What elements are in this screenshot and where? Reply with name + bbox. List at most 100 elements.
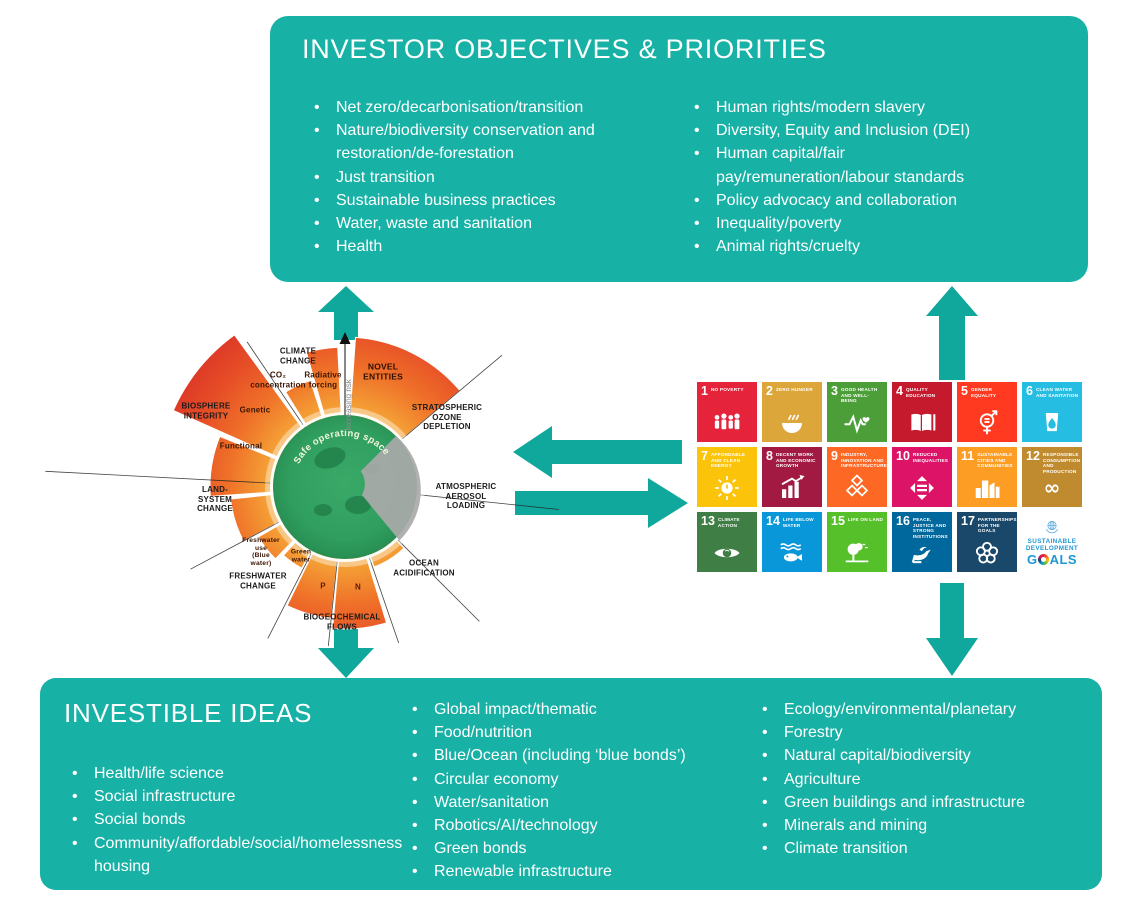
list-item: Robotics/AI/technology <box>408 814 718 837</box>
list-item: Health/life science <box>68 762 348 785</box>
investor-objectives-list-left: Net zero/decarbonisation/transitionNatur… <box>310 96 620 259</box>
sdg-title: SUSTAINABLE CITIES AND COMMUNITIES <box>977 452 1013 469</box>
land-system-change-label: LAND-SYSTEM CHANGE <box>197 484 233 513</box>
list-item: Green bonds <box>408 837 718 860</box>
sdg-number: 16 <box>896 514 910 528</box>
safe-operating-space-circle: Safe operating space <box>265 407 425 567</box>
sdg-title: QUALITY EDUCATION <box>905 387 936 398</box>
sdg-number: 3 <box>831 384 838 398</box>
goals-o-ring-icon <box>1038 554 1050 565</box>
investible-ideas-title: INVESTIBLE IDEAS <box>64 698 313 728</box>
growth-icon <box>781 474 805 498</box>
sdg-title: LIFE BELOW WATER <box>782 517 814 528</box>
list-item: Water/sanitation <box>408 791 718 814</box>
sdg-number: 6 <box>1026 384 1033 398</box>
earth-continents <box>314 447 380 516</box>
novel-entities-label: NOVEL ENTITIES <box>363 361 403 381</box>
list-item: Green buildings and infrastructure <box>758 791 1088 814</box>
sdg-number: 5 <box>961 384 968 398</box>
freshwater-change-label: FRESHWATER CHANGE <box>229 571 287 591</box>
sdg-title: INDUSTRY, INNOVATION AND INFRASTRUCTURE <box>840 452 887 469</box>
sdg-title: PEACE, JUSTICE AND STRONG INSTITUTIONS <box>912 517 948 539</box>
investor-objectives-list-right: Human rights/modern slaveryDiversity, Eq… <box>690 96 1000 259</box>
fish-icon <box>780 543 802 562</box>
dove-icon <box>911 546 931 564</box>
heartbeat-icon <box>844 413 870 434</box>
sdg-number: 7 <box>701 449 708 463</box>
investible-ideas-list-2: Global impact/thematicFood/nutritionBlue… <box>408 698 718 884</box>
sdg-number: 2 <box>766 384 773 398</box>
list-item: Global impact/thematic <box>408 698 718 721</box>
list-item: Policy advocacy and collaboration <box>690 189 1000 212</box>
list-item: Forestry <box>758 721 1088 744</box>
list-item: Nature/biodiversity conservation and res… <box>310 119 620 165</box>
list-item: Agriculture <box>758 768 1088 791</box>
list-item: Animal rights/cruelty <box>690 235 1000 258</box>
list-item: Community/affordable/social/homelessness… <box>68 832 402 878</box>
sdg-title: ZERO HUNGER <box>775 387 813 392</box>
water-icon <box>1045 413 1059 432</box>
sdg-title: GOOD HEALTH AND WELL-BEING <box>840 387 878 404</box>
eye-icon <box>714 548 740 558</box>
biogeochemical-flows-label: BIOGEOCHEMICAL FLOWS <box>303 612 381 632</box>
functional-label: Functional <box>219 441 263 451</box>
list-item: Food/nutrition <box>408 721 718 744</box>
sdg-title: LIFE ON LAND <box>847 517 884 522</box>
list-item: Diversity, Equity and Inclusion (DEI) <box>690 119 1000 142</box>
investible-ideas-list-1: Health/life scienceSocial infrastructure… <box>68 762 402 878</box>
cubes-icon <box>845 474 869 497</box>
climate-change-label: CLIMATE CHANGE <box>279 346 317 366</box>
list-item: Blue/Ocean (including ‘blue bonds’) <box>408 744 718 767</box>
sdg-title: CLEAN WATER AND SANITATION <box>1035 387 1079 398</box>
investor-objectives-title: INVESTOR OBJECTIVES & PRIORITIES <box>302 34 827 64</box>
city-icon <box>975 480 1000 498</box>
radiative-forcing-label: Radiative forcing <box>304 370 342 390</box>
people-icon <box>714 413 740 430</box>
nitrogen-label: N <box>355 582 361 592</box>
increasing-risk-axis: Increasing risk <box>339 332 353 431</box>
increasing-risk-label: Increasing risk <box>344 378 353 431</box>
list-item: Just transition <box>310 166 620 189</box>
sdg-number: 8 <box>766 449 773 463</box>
green-water-label: Green water <box>290 548 312 563</box>
arrow-up-right <box>926 286 978 380</box>
list-item: Human capital/fair pay/remuneration/labo… <box>690 142 1000 188</box>
list-item: Social bonds <box>68 808 348 831</box>
stratospheric-ozone-label: STRATOSPHERIC OZONE DEPLETION <box>411 402 483 431</box>
planetary-boundaries-diagram: Safe operating space Increasing risk <box>45 332 559 647</box>
sdg-title: AFFORDABLE AND CLEAN ENERGY <box>710 452 746 469</box>
blue-water-label: Freshwater use (Blue water) <box>242 536 280 567</box>
genetic-label: Genetic <box>239 405 271 415</box>
co2-concentration-label: CO₂ concentration <box>250 370 306 390</box>
ozone-gray-sector <box>360 435 421 541</box>
list-item: Renewable infrastructure <box>408 860 718 883</box>
aerosol-loading-label: ATMOSPHERIC AEROSOL LOADING <box>435 481 497 510</box>
un-emblem-icon <box>1045 520 1059 533</box>
equality-icon <box>910 476 934 500</box>
ocean-acidification-label: OCEAN ACIDIFICATION <box>393 558 455 578</box>
sdg-number: 10 <box>896 449 910 463</box>
sdg-number: 1 <box>701 384 708 398</box>
list-item: Human rights/modern slavery <box>690 96 1000 119</box>
investible-ideas-list-3: Ecology/environmental/planetaryForestryN… <box>758 698 1088 861</box>
list-item: Sustainable business practices <box>310 189 620 212</box>
list-item: Circular economy <box>408 768 718 791</box>
arrow-down-right <box>926 583 978 676</box>
list-item: Climate transition <box>758 837 1088 860</box>
sdg-title: GENDER EQUALITY <box>970 387 997 398</box>
sdg-number: 17 <box>961 514 975 528</box>
list-item: Natural capital/biodiversity <box>758 744 1088 767</box>
sdg-number: 15 <box>831 514 845 528</box>
